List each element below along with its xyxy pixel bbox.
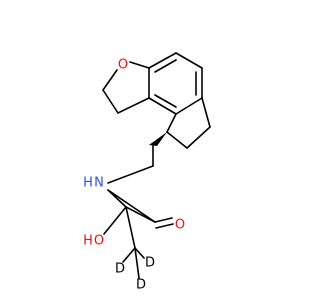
bond-c-d3 — [134, 247, 140, 279]
bond-carbonyl-c-n — [107, 189, 156, 223]
bond-benzene-5 — [148, 97, 177, 115]
bond-c-d1 — [122, 247, 136, 263]
carbonyl-oxygen-label: O — [175, 218, 185, 233]
bond-carbonyl-double-a — [154, 217, 173, 223]
bond-alpha-c-cd3 — [125, 206, 136, 249]
bond-alpha-c-oh — [103, 206, 127, 235]
bond-furan-o-ch2 — [102, 69, 118, 91]
bond-cp-3 — [166, 131, 188, 149]
bond-benzene-2 — [175, 52, 203, 69]
ring-oxygen-label: O — [118, 58, 128, 73]
deuterium-label-2: D — [145, 256, 155, 271]
bond-furan-c-o — [129, 61, 150, 69]
bond-furan-ch2-ch2 — [102, 89, 119, 114]
molecular-structure-diagram: O H N H O O D D D — [83, 52, 211, 293]
bond-benzene-1 — [148, 52, 177, 69]
stereo-wedge-bond — [149, 132, 167, 146]
stereo-bond-layer — [149, 132, 167, 146]
hydroxyl-hydrogen-label: H — [83, 234, 93, 249]
bond-cp-4 — [166, 113, 177, 133]
deuterium-label-3: D — [136, 278, 146, 293]
bond-carbonyl-double-b — [155, 223, 174, 229]
amide-hydrogen-label: H — [83, 176, 93, 191]
hydroxyl-oxygen-label: O — [94, 234, 104, 249]
bond-c-d2 — [134, 247, 145, 259]
atom-label-layer: O H N H O O D D D — [83, 58, 185, 293]
bond-benzene-double-1 — [154, 59, 177, 73]
bond-chain-2 — [107, 165, 154, 184]
bond-furan-ch2-c — [117, 97, 150, 114]
bond-cp-2 — [186, 126, 211, 149]
amide-nitrogen-label: N — [94, 176, 104, 191]
bond-benzene-double-3 — [154, 94, 177, 108]
bond-layer — [102, 52, 211, 279]
bond-cp-1 — [201, 97, 211, 128]
bond-benzene-4 — [175, 97, 203, 115]
deuterium-label-1: D — [115, 262, 125, 277]
